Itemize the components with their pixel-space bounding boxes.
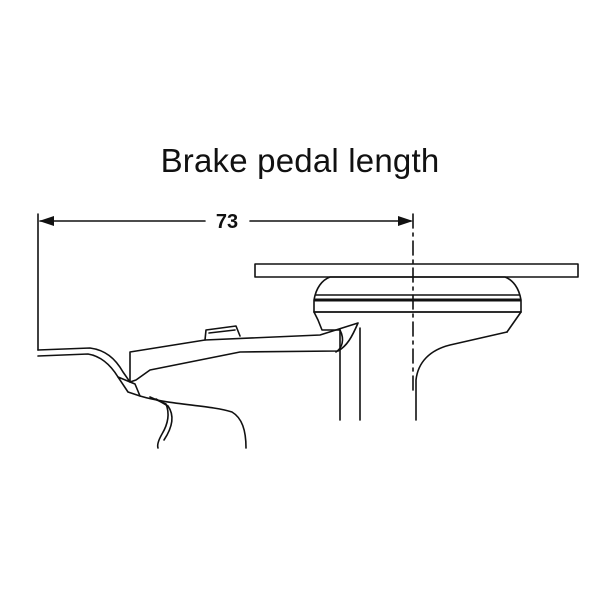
pedal-lever-left-inner (37, 353, 119, 378)
housing-left-neck (313, 311, 341, 331)
wire-cable-outer (149, 396, 169, 449)
pedal-arm-tip-fold (335, 329, 344, 353)
dimension-line (37, 213, 414, 393)
left-arrowhead (39, 216, 54, 226)
right-support-curve (415, 331, 508, 421)
dimension-value: 73 (216, 211, 238, 233)
pedal-lever-left (37, 347, 131, 383)
lower-bracket-curve (139, 395, 247, 449)
wire-cable-inner (155, 398, 173, 441)
diagram-title: Brake pedal length (160, 142, 440, 179)
arm-raised-tab (204, 325, 241, 341)
brake-pad-plate (254, 263, 579, 278)
arm-tab-inner-line (208, 329, 236, 334)
pedal-arm-body (129, 322, 359, 383)
housing-right-neck (506, 311, 522, 333)
right-arrowhead (398, 216, 413, 226)
